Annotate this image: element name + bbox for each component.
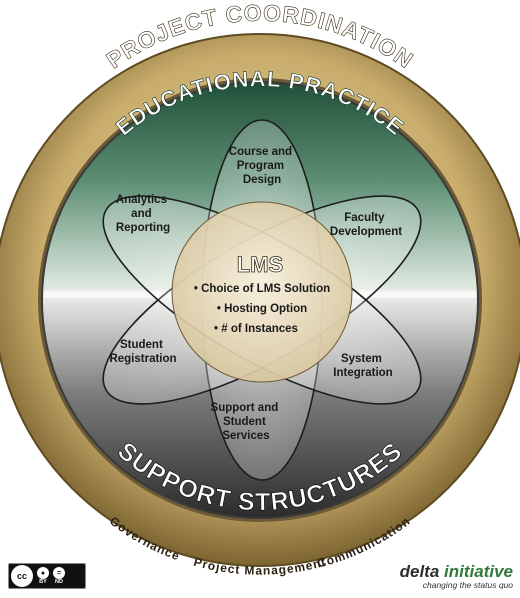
cc-license-badge[interactable]: cc ● BY = ND (8, 563, 86, 589)
cc-by: ● BY (37, 567, 49, 585)
lms-center (171, 201, 353, 383)
petal-course-label: Course and Program Design (229, 146, 295, 186)
brand-initiative: initiative (444, 562, 513, 581)
petal-system-label: System Integration (333, 353, 392, 379)
lms-bullet-hosting: • Hosting Option (217, 303, 307, 315)
cc-nd: = ND (53, 567, 65, 585)
brand-delta: delta (399, 562, 440, 581)
lms-title: LMS (237, 252, 283, 277)
person-icon: ● (37, 567, 49, 579)
petal-analytics-label: Analytics and Reporting (116, 194, 170, 234)
equals-icon: = (53, 567, 65, 579)
petal-faculty-label: Faculty Development (330, 212, 402, 238)
lms-bullet-solution: • Choice of LMS Solution (194, 283, 330, 295)
delta-initiative-logo: delta initiative changing the status quo (368, 562, 513, 590)
cc-icon: cc (11, 565, 33, 587)
brand-name: delta initiative (368, 562, 513, 582)
petal-registration-label: Student Registration (109, 339, 176, 365)
lms-bullet-instances: • # of Instances (214, 323, 298, 335)
brand-tagline: changing the status quo (422, 580, 513, 590)
cc-by-label: BY (39, 579, 47, 585)
cc-nd-label: ND (55, 579, 63, 585)
inner-disk-edge (41, 81, 479, 519)
petal-support-label: Support and Student Services (211, 402, 282, 442)
